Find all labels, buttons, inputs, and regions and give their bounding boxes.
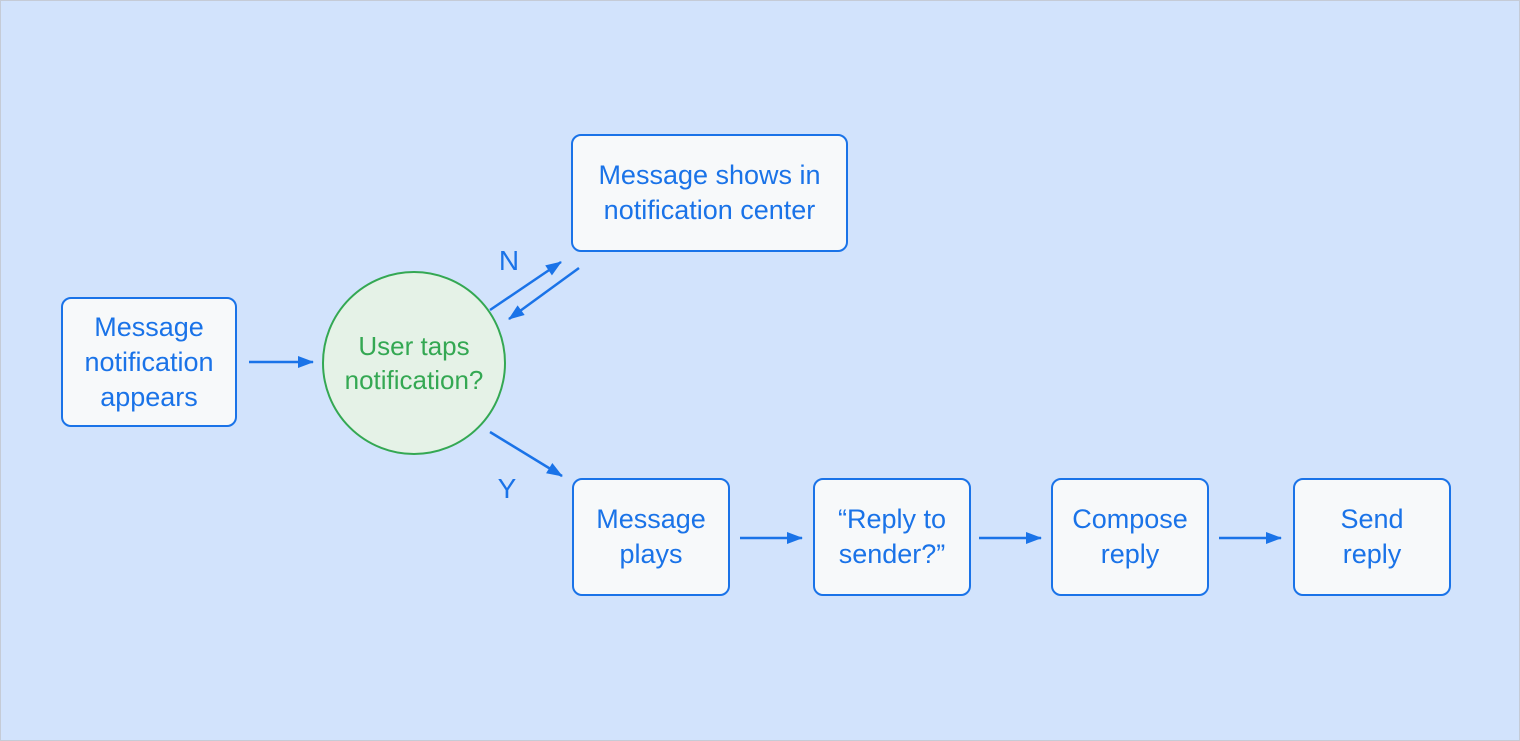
node-notification-center-label: Message shows in notification center bbox=[598, 160, 821, 225]
node-message-plays-label: Message plays bbox=[596, 504, 706, 569]
node-reply-to-sender: “Reply to sender?” bbox=[813, 478, 971, 596]
node-reply-to-sender-label: “Reply to sender?” bbox=[837, 504, 947, 569]
node-decision-label: User taps notification? bbox=[344, 331, 484, 395]
node-message-plays: Message plays bbox=[572, 478, 730, 596]
edge-label-no: N bbox=[498, 245, 520, 276]
edge-decision-to-message-plays bbox=[489, 430, 563, 478]
node-decision: User taps notification? bbox=[322, 271, 506, 455]
node-compose-reply-label: Compose reply bbox=[1072, 504, 1188, 569]
node-send-reply-label: Send reply bbox=[1340, 504, 1404, 569]
node-start-label: Message notification appears bbox=[84, 311, 214, 412]
edge-label-yes: Y bbox=[497, 473, 517, 504]
node-send-reply: Send reply bbox=[1293, 478, 1451, 596]
node-compose-reply: Compose reply bbox=[1051, 478, 1209, 596]
node-start: Message notification appears bbox=[61, 297, 237, 427]
node-notification-center: Message shows in notification center bbox=[571, 134, 848, 252]
